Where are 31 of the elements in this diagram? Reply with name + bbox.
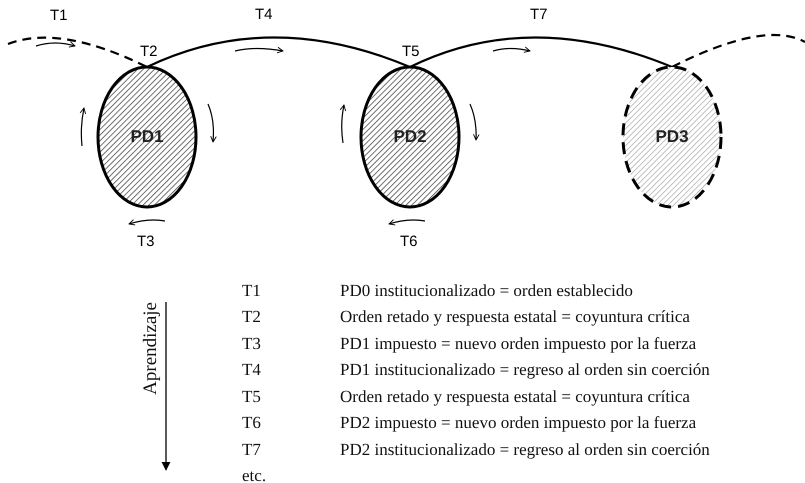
callout-label: T2 xyxy=(140,44,158,59)
step-description: PD2 institucionalizado = regreso al orden sin coerción xyxy=(340,441,710,458)
step-description: Orden retado y respuesta estatal = coyuntura crítica xyxy=(340,308,690,325)
axis-label: Aprendizaje xyxy=(141,302,160,395)
connector-line xyxy=(8,36,148,68)
connector-line xyxy=(146,36,410,68)
hatched-ellipse xyxy=(96,65,198,209)
callout-label: T3 xyxy=(137,234,155,249)
step-description: PD1 impuesto = nuevo orden impuesto por la fuerza xyxy=(340,335,696,352)
connector-line xyxy=(410,36,672,68)
step-code: T3 xyxy=(242,335,261,352)
step-description: PD0 institucionalizado = orden establecido xyxy=(340,282,633,299)
step-code: T4 xyxy=(242,361,261,378)
hatched-ellipse xyxy=(621,65,723,209)
step-code: T2 xyxy=(242,308,261,325)
step-code: T7 xyxy=(242,441,261,458)
callout-label: T5 xyxy=(402,44,420,59)
connector-line xyxy=(672,34,805,68)
edge-label: T7 xyxy=(530,7,548,22)
step-code: T6 xyxy=(242,414,261,431)
node-label: PD3 xyxy=(654,127,690,147)
note-text: etc. xyxy=(242,467,266,483)
step-description: PD2 impuesto = nuevo orden impuesto por la fuerza xyxy=(340,414,696,431)
step-code: T5 xyxy=(242,388,261,405)
hatched-ellipse xyxy=(359,65,461,209)
step-code: T1 xyxy=(242,282,261,299)
step-description: PD1 institucionalizado = regreso al orden sin coerción xyxy=(340,361,710,378)
step-description: Orden retado y respuesta estatal = coyuntura crítica xyxy=(340,388,690,405)
callout-label: T6 xyxy=(400,234,418,249)
edge-label: T1 xyxy=(50,8,68,23)
edge-label: T4 xyxy=(255,7,273,22)
